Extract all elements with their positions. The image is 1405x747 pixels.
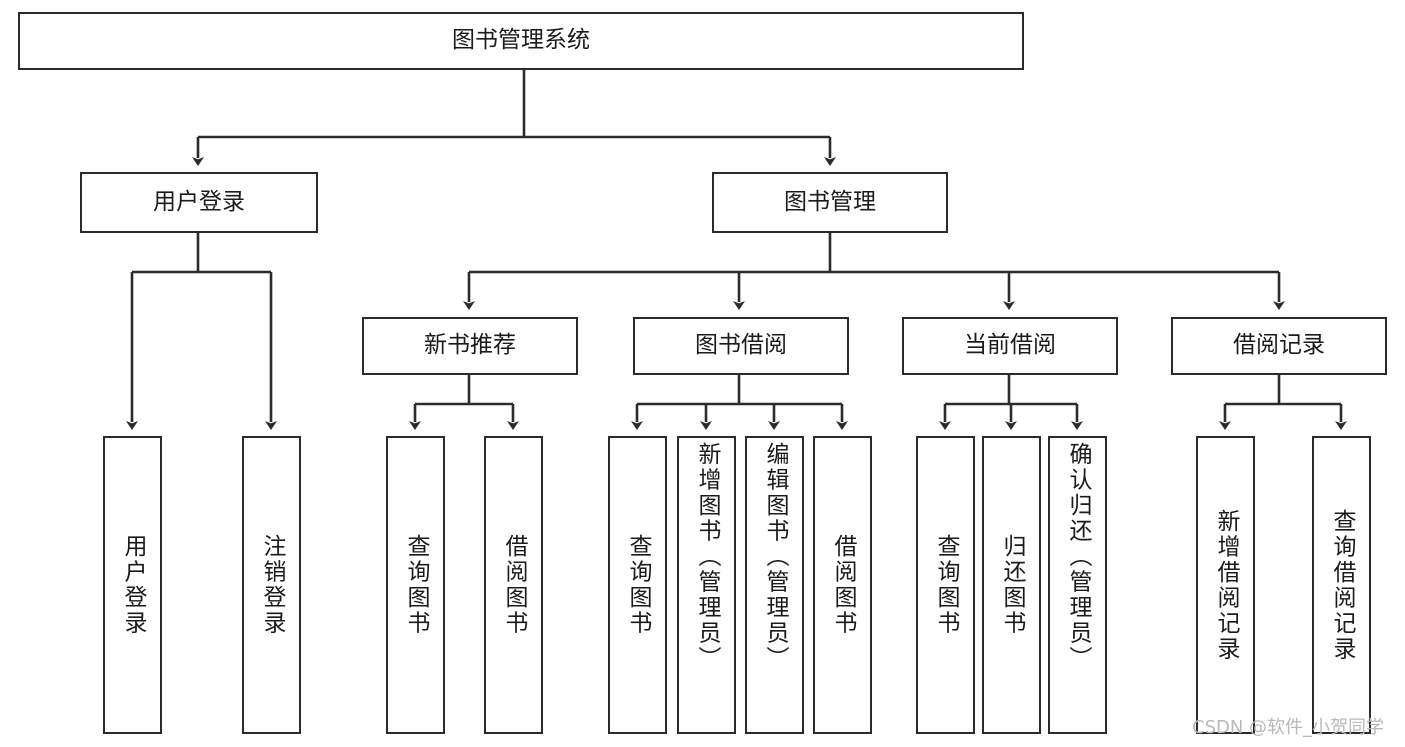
node-root-label: 图书管理系统 [452, 27, 590, 54]
node-book-management-label: 图书管理 [784, 188, 876, 215]
leaf-user-login[interactable]: 用户登录 [103, 436, 162, 734]
leaf-add-book-label: 新增图书（管理员） [694, 442, 720, 672]
leaf-query-book-1[interactable]: 查询图书 [386, 436, 445, 734]
leaf-borrow-book-2-label: 借阅图书 [830, 534, 856, 636]
leaf-query-book-3[interactable]: 查询图书 [916, 436, 975, 734]
node-book-borrow-label: 图书借阅 [695, 332, 787, 359]
leaf-add-borrow-record[interactable]: 新增借阅记录 [1196, 436, 1255, 734]
node-current-borrow-label: 当前借阅 [964, 332, 1056, 359]
leaf-query-borrow-record-label: 查询借阅记录 [1329, 508, 1355, 662]
leaf-confirm-return-label: 确认归还（管理员） [1065, 442, 1091, 672]
leaf-query-book-2-label: 查询图书 [625, 534, 651, 636]
leaf-query-book-2[interactable]: 查询图书 [608, 436, 667, 734]
node-borrow-record-label: 借阅记录 [1233, 332, 1325, 359]
leaf-borrow-book-2[interactable]: 借阅图书 [813, 436, 872, 734]
leaf-user-login-label: 用户登录 [120, 534, 146, 636]
node-user-login[interactable]: 用户登录 [80, 172, 318, 233]
leaf-query-book-3-label: 查询图书 [933, 534, 959, 636]
leaf-return-book-label: 归还图书 [999, 534, 1025, 636]
node-new-book-recommend[interactable]: 新书推荐 [362, 317, 578, 375]
leaf-add-borrow-record-label: 新增借阅记录 [1213, 508, 1239, 662]
leaf-edit-book-label: 编辑图书（管理员） [762, 442, 788, 672]
leaf-borrow-book-1-label: 借阅图书 [501, 534, 527, 636]
leaf-borrow-book-1[interactable]: 借阅图书 [484, 436, 543, 734]
leaf-return-book[interactable]: 归还图书 [982, 436, 1041, 734]
node-book-management[interactable]: 图书管理 [712, 172, 948, 233]
leaf-user-logout[interactable]: 注销登录 [242, 436, 301, 734]
node-new-book-recommend-label: 新书推荐 [424, 332, 516, 359]
node-book-borrow[interactable]: 图书借阅 [633, 317, 849, 375]
node-root[interactable]: 图书管理系统 [18, 12, 1024, 70]
leaf-query-borrow-record[interactable]: 查询借阅记录 [1312, 436, 1371, 734]
leaf-edit-book[interactable]: 编辑图书（管理员） [745, 436, 804, 734]
node-current-borrow[interactable]: 当前借阅 [902, 317, 1118, 375]
node-user-login-label: 用户登录 [153, 188, 245, 215]
watermark-text: CSDN @软件_小贺同学 [1192, 717, 1385, 738]
node-borrow-record[interactable]: 借阅记录 [1171, 317, 1387, 375]
leaf-add-book[interactable]: 新增图书（管理员） [677, 436, 736, 734]
leaf-query-book-1-label: 查询图书 [403, 534, 429, 636]
leaf-confirm-return[interactable]: 确认归还（管理员） [1048, 436, 1107, 734]
leaf-user-logout-label: 注销登录 [259, 534, 285, 636]
